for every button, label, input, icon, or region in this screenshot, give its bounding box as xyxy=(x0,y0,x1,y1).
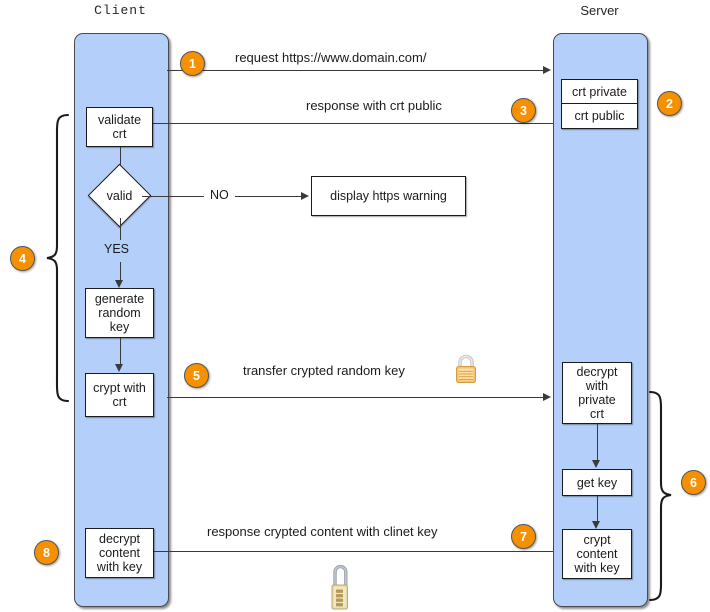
padlock-closed-icon xyxy=(452,353,480,385)
server-decrypt-line4: crt xyxy=(590,407,604,421)
generate-to-crypt-arrowhead xyxy=(115,364,123,372)
validate-crt-line2: crt xyxy=(112,127,127,141)
request-message-label: request https://www.domain.com/ xyxy=(235,50,427,65)
yes-branch-arrowhead xyxy=(115,280,123,288)
https-warning-box: display https warning xyxy=(311,176,466,216)
client-decrypt-line1: decrypt xyxy=(99,532,140,546)
server-decrypt-box: decrypt with private crt xyxy=(562,362,632,424)
get-key-box: get key xyxy=(562,469,632,496)
client-decrypt-line3: with key xyxy=(96,560,143,574)
validate-crt-line1: validate xyxy=(97,113,142,127)
request-arrowhead xyxy=(543,65,551,74)
client-decrypt-content-box: decrypt content with key xyxy=(85,528,154,578)
server-cert-stack: crt private crt public xyxy=(561,79,638,129)
transfer-key-label: transfer crypted random key xyxy=(243,363,405,378)
get-key-label: get key xyxy=(576,475,618,490)
step-badge-8: 8 xyxy=(34,540,59,565)
decrypt-to-getkey-line xyxy=(596,424,598,464)
response-crt-public-label: response with crt public xyxy=(306,98,442,113)
no-branch-label: NO xyxy=(204,188,235,202)
server-decrypt-line1: decrypt xyxy=(576,365,618,379)
getkey-to-crypt-arrowhead xyxy=(592,521,600,529)
server-decrypt-line3: private xyxy=(578,393,616,407)
crt-private-cell: crt private xyxy=(562,80,637,104)
client-decrypt-line2: content xyxy=(98,546,140,560)
response-content-label: response crypted content with clinet key xyxy=(207,524,438,539)
transfer-key-line xyxy=(167,397,545,398)
server-crypt-content-box: crypt content with key xyxy=(562,529,632,579)
transfer-key-arrowhead xyxy=(543,392,551,401)
step-badge-1: 1 xyxy=(180,51,205,76)
crt-public-cell: crt public xyxy=(574,109,625,123)
step-badge-6: 6 xyxy=(681,470,706,495)
client-steps-brace xyxy=(44,113,70,403)
server-crypt-line3: with key xyxy=(574,561,620,575)
yes-branch-line-upper xyxy=(119,218,121,240)
crypt-with-crt-line1: crypt with xyxy=(93,381,146,395)
crypt-with-crt-line2: crt xyxy=(112,395,127,409)
response-crt-public-line xyxy=(138,123,553,124)
server-lane-title: Server xyxy=(580,3,619,18)
no-branch-arrowhead xyxy=(301,191,309,200)
client-lane-title: Client xyxy=(94,3,147,18)
step-badge-3: 3 xyxy=(511,98,536,123)
server-crypt-line2: content xyxy=(576,547,618,561)
generate-to-crypt-line xyxy=(119,338,121,368)
crypt-with-crt-box: crypt with crt xyxy=(85,373,154,417)
valid-decision-diamond: valid xyxy=(87,163,152,228)
validate-to-decision-line xyxy=(119,147,121,168)
generate-line3: key xyxy=(109,320,130,334)
generate-line1: generate xyxy=(94,292,145,306)
decrypt-to-getkey-arrowhead xyxy=(592,460,600,468)
server-steps-brace xyxy=(648,390,674,602)
request-arrow-line xyxy=(167,70,545,71)
step-badge-5: 5 xyxy=(184,363,209,388)
getkey-to-crypt-line xyxy=(596,496,598,525)
https-warning-label: display https warning xyxy=(330,189,447,203)
padlock-combination-icon xyxy=(327,560,353,610)
step-badge-7: 7 xyxy=(511,524,536,549)
server-decrypt-line2: with xyxy=(585,379,609,393)
generate-random-key-box: generate random key xyxy=(85,288,154,338)
step-badge-2: 2 xyxy=(657,91,682,116)
valid-decision-label: valid xyxy=(106,188,133,203)
step-badge-4: 4 xyxy=(10,246,35,271)
generate-line2: random xyxy=(98,306,141,320)
yes-branch-line-lower xyxy=(119,262,121,284)
response-content-line xyxy=(138,551,553,552)
yes-branch-label: YES xyxy=(104,242,130,256)
validate-crt-box: validate crt xyxy=(86,107,153,147)
server-crypt-line1: crypt xyxy=(583,533,611,547)
